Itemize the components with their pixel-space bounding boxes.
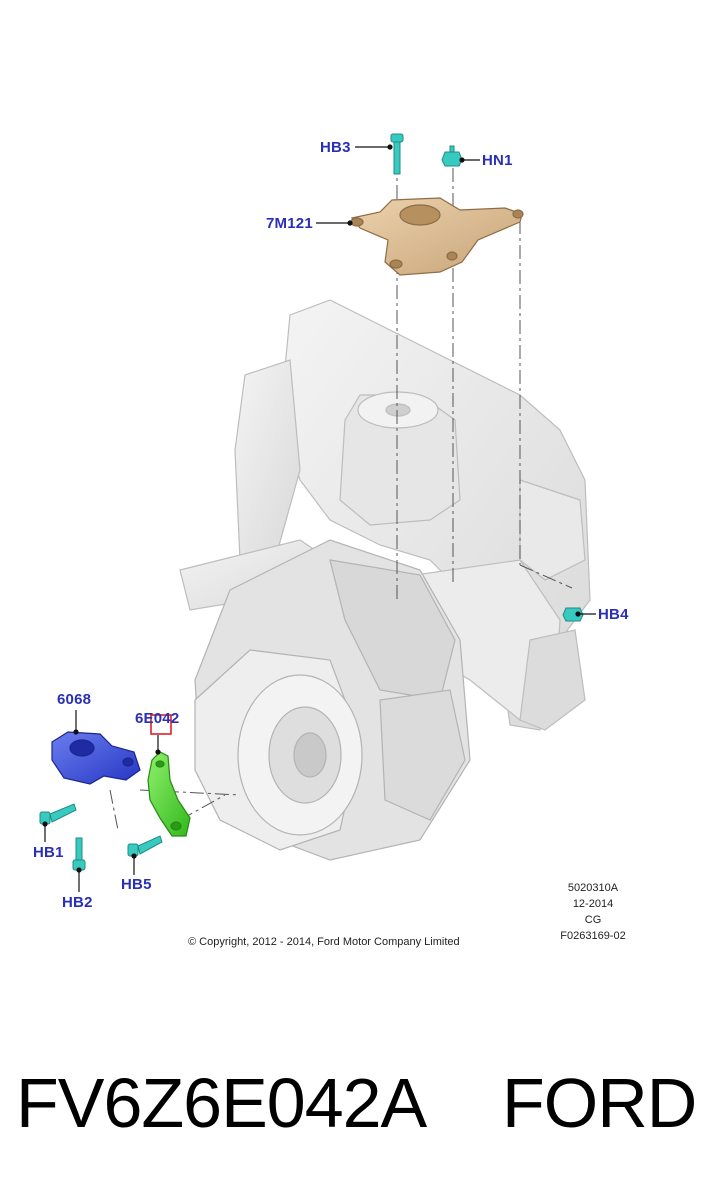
diagram-date: 12-2014 (572, 898, 614, 910)
callout-hb1[interactable]: HB1 (33, 844, 64, 861)
diagram-canvas (39, 133, 596, 892)
vehicle-frame (179, 299, 591, 731)
callout-leader-lines (42, 144, 596, 892)
brand-name: FORD (502, 1064, 697, 1142)
callout-hb2[interactable]: HB2 (62, 894, 93, 911)
diagram-figure-number: F0263169-02 (560, 930, 626, 942)
transmission-case (194, 539, 471, 861)
bolt-icon-hb3 (390, 133, 404, 175)
callout-6e042[interactable]: 6E042 (135, 710, 180, 727)
callout-hb3[interactable]: HB3 (320, 139, 351, 156)
diagram-code: CG (584, 914, 602, 926)
bolt-icon-hb5 (127, 835, 163, 857)
transmission-bracket (147, 751, 191, 837)
nut-icon-hn1 (441, 145, 463, 167)
bolt-icon-hb2 (72, 837, 86, 871)
upper-transmission-mount (350, 197, 524, 276)
left-transmission-mount (51, 731, 141, 785)
callout-hn1[interactable]: HN1 (482, 152, 513, 169)
callout-hb5[interactable]: HB5 (121, 876, 152, 893)
callout-hb4[interactable]: HB4 (598, 606, 629, 623)
part-number: FV6Z6E042A (16, 1064, 427, 1142)
diagram-ref-number: 5020310A (567, 882, 619, 894)
copyright-text: © Copyright, 2012 - 2014, Ford Motor Com… (188, 936, 460, 948)
bolt-icon-hb1 (39, 803, 77, 825)
callout-7m121[interactable]: 7M121 (266, 215, 313, 232)
part-highlight-box (150, 714, 172, 735)
nut-icon-hb4 (562, 607, 584, 622)
diagram-info-block: 5020310A 12-2014 CG F0263169-02 (560, 880, 626, 944)
callout-6068[interactable]: 6068 (57, 691, 92, 708)
